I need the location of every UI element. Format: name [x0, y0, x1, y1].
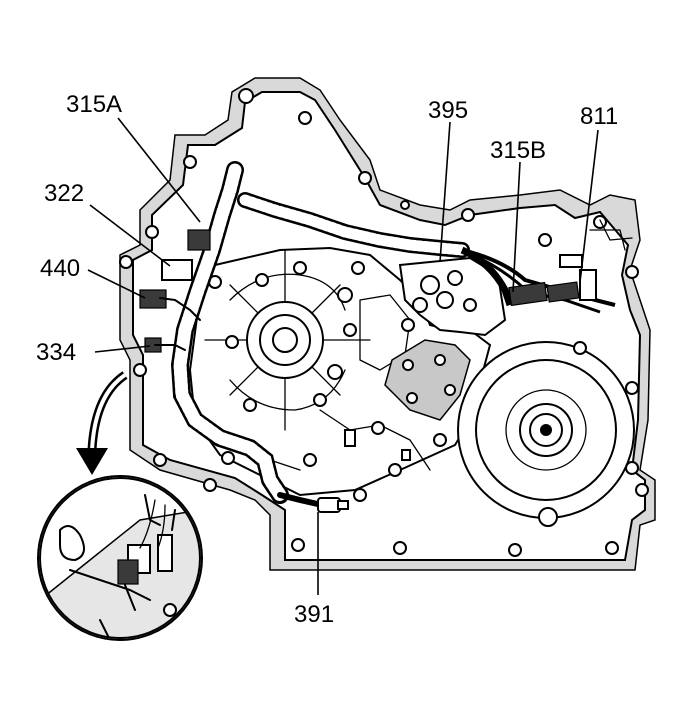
callout-labels: 315A 322 440 334 395 315B 811 391 [36, 91, 618, 628]
accumulator-cover [384, 339, 471, 421]
detail-inset [37, 475, 203, 641]
small-brackets [344, 254, 583, 461]
callout-315a: 315A [66, 91, 122, 118]
leader-lines [87, 117, 599, 595]
drive-drum [457, 341, 639, 527]
callout-334: 334 [36, 339, 76, 366]
callout-322: 322 [44, 180, 84, 207]
callout-391: 391 [294, 601, 334, 628]
connector-cluster-right [508, 219, 633, 307]
callout-440: 440 [40, 255, 80, 282]
callout-395: 395 [428, 97, 468, 124]
callout-811: 811 [580, 103, 618, 130]
case-bolt-holes [119, 88, 649, 557]
valve-body-bolts [208, 261, 447, 502]
solenoid-block [398, 256, 507, 337]
wiring-harness [170, 161, 616, 508]
detail-arrow [76, 371, 128, 475]
speed-sensor [317, 497, 349, 513]
callout-315b: 315B [490, 137, 546, 164]
connector-cluster-left [139, 229, 211, 353]
